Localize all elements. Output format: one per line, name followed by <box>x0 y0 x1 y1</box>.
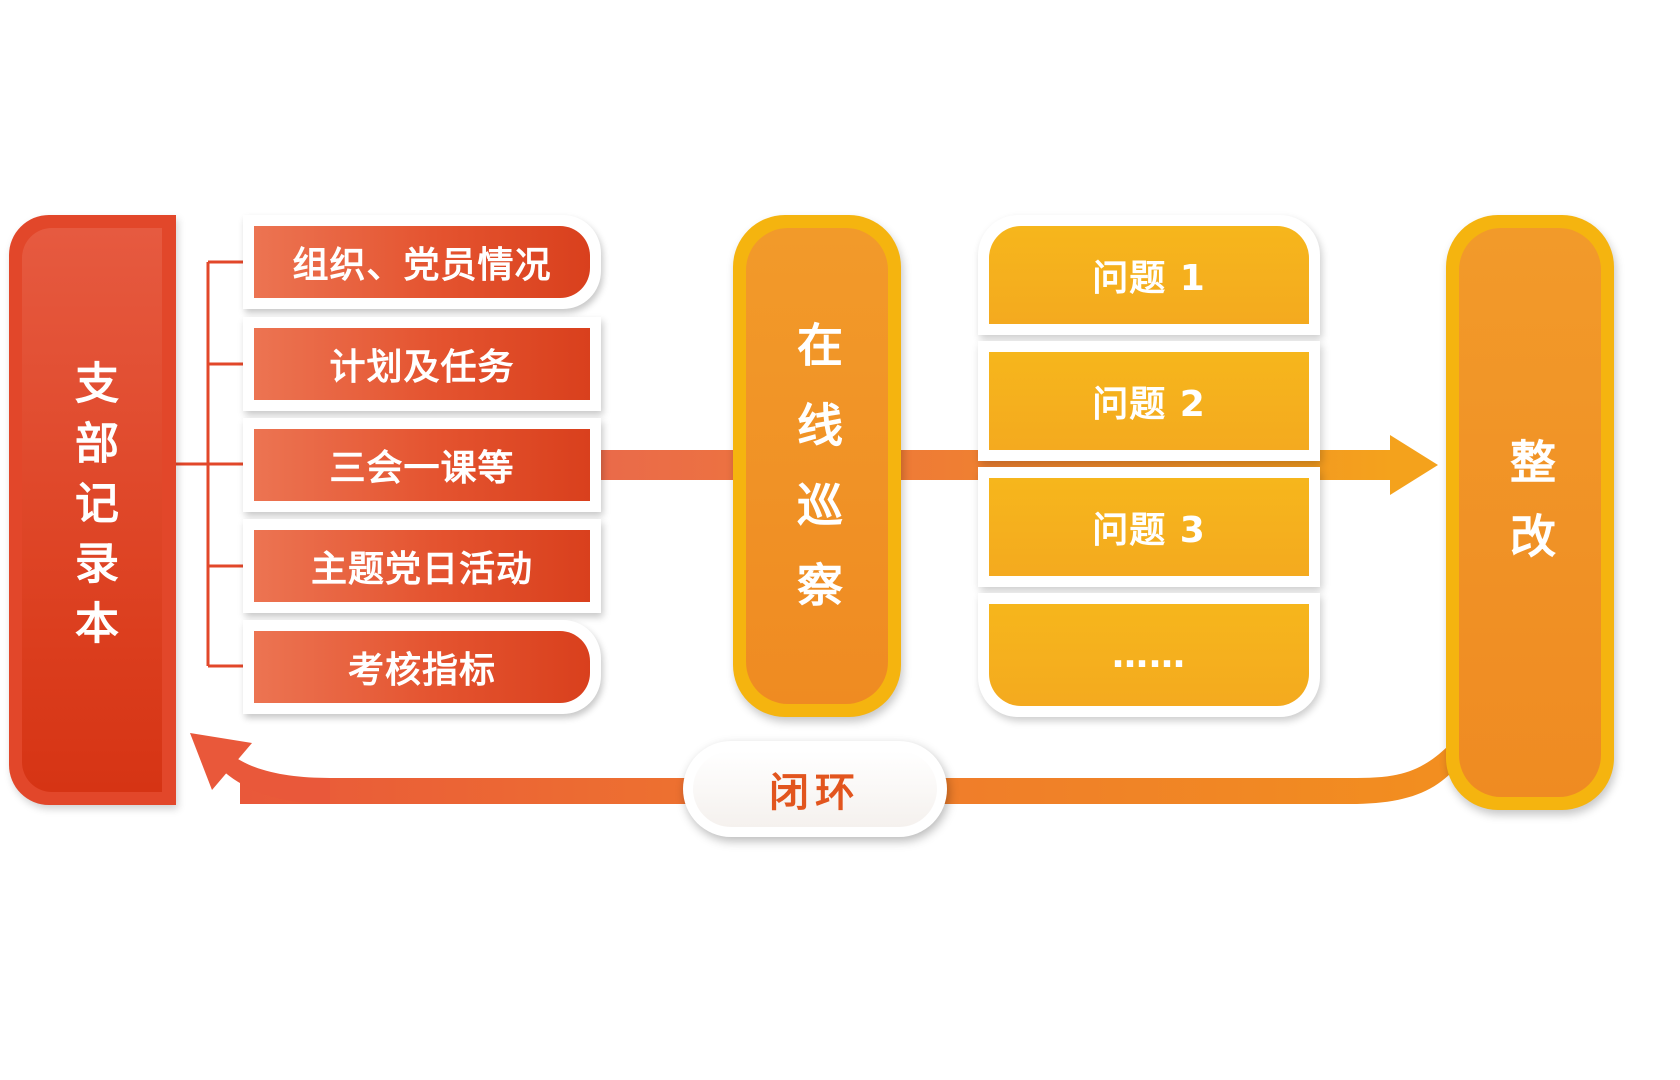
record-item-organization: 组织、党员情况 <box>243 215 601 309</box>
problem-label: 问题 2 <box>989 352 1309 450</box>
closed-loop-label: 闭环 <box>693 751 937 827</box>
problem-box-1: 问题 1 <box>978 215 1320 335</box>
rectification-box: 整改 <box>1446 215 1614 810</box>
record-item-plan: 计划及任务 <box>243 317 601 411</box>
record-item-party-day: 主题党日活动 <box>243 519 601 613</box>
problem-label: 问题 3 <box>989 478 1309 576</box>
rectification-inner: 整改 <box>1459 228 1601 797</box>
branch-record-book-label: 支部记录本 <box>67 360 118 660</box>
record-item-label: 计划及任务 <box>254 328 590 400</box>
record-item-label: 三会一课等 <box>254 429 590 501</box>
problem-label: 问题 1 <box>989 226 1309 324</box>
loop-arrow-head <box>190 733 252 790</box>
record-item-meetings: 三会一课等 <box>243 418 601 512</box>
online-inspection-inner: 在线巡察 <box>746 228 888 704</box>
closed-loop-badge: 闭环 <box>683 741 947 837</box>
problem-box-more: …… <box>978 593 1320 717</box>
record-item-label: 考核指标 <box>254 631 590 703</box>
online-inspection-box: 在线巡察 <box>733 215 901 717</box>
online-inspection-label: 在线巡察 <box>790 321 844 641</box>
problem-label: …… <box>989 604 1309 706</box>
problem-box-3: 问题 3 <box>978 467 1320 587</box>
loop-curve-left <box>222 755 330 804</box>
record-item-label: 组织、党员情况 <box>254 226 590 298</box>
branch-record-book-inner: 支部记录本 <box>22 228 162 792</box>
bracket-connector <box>176 260 243 668</box>
flow-arrow-head <box>1390 435 1438 495</box>
problem-box-2: 问题 2 <box>978 341 1320 461</box>
record-item-label: 主题党日活动 <box>254 530 590 602</box>
rectification-label: 整改 <box>1503 438 1557 586</box>
record-item-assessment: 考核指标 <box>243 620 601 714</box>
loop-band <box>240 742 1462 804</box>
